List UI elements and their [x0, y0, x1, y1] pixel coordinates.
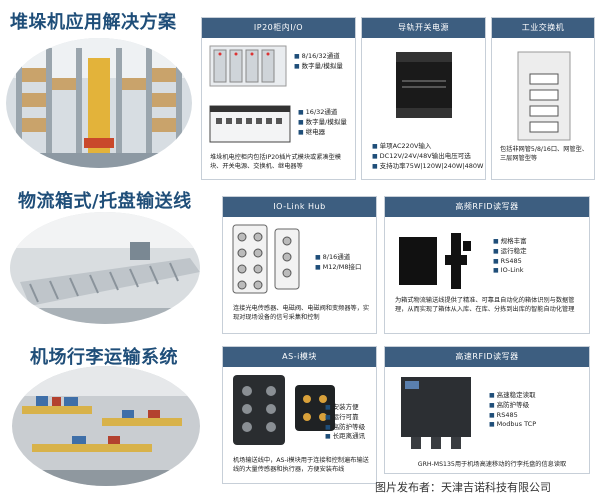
hf-rfid-reader-card: 高频RFID读写器 规格丰富 运行稳定 RS485 IO-Link 为箱式物流输… — [384, 196, 590, 334]
hf-rfid-reader-features: 规格丰富 运行稳定 RS485 IO-Link — [493, 237, 527, 276]
industrial-switch-card: 工业交换机 包括非网管5/8/16口、网管型、三层网管型等 — [491, 17, 595, 180]
section-title-stacker: 堆垛机应用解决方案 — [10, 12, 177, 33]
industrial-switch-header: 工业交换机 — [492, 18, 594, 38]
hf-rfid-reader-image — [399, 233, 471, 289]
feature-item: 单项AC220V输入 — [372, 142, 483, 152]
ip20-module-image — [209, 45, 287, 87]
compact-module-image — [209, 105, 291, 143]
io-link-hub-features: 8/16通道 M12/M8接口 — [315, 253, 362, 273]
image-credit: 图片发布者：天津吉诺科技有限公司 — [375, 481, 551, 494]
industrial-switch-description: 包括非网管5/8/16口、网管型、三层网管型等 — [500, 146, 588, 162]
as-i-module-card: AS-i模块 安装方便 运行可靠 高防护等级 长距离通讯 机场输送线中，AS-i… — [222, 346, 377, 484]
feature-item: 高防护等级 — [489, 401, 536, 411]
feature-item: 运行稳定 — [493, 247, 527, 257]
section-title-airport: 机场行李运输系统 — [30, 347, 178, 368]
as-i-module-description: 机场输送线中，AS-i模块用于连接和控制遍布输送线的大量传感器和执行器，方便安装… — [233, 457, 369, 473]
ip20-description: 堆垛机电控柜内包括IP20插片式模块或紧凑型模块、开关电源、交换机、继电器等 — [210, 154, 341, 170]
airport-baggage-photo — [12, 366, 200, 486]
warehouse-stacker-photo — [6, 38, 192, 168]
conveyor-line-photo — [10, 212, 200, 324]
hf-rfid-reader-header: 高频RFID读写器 — [385, 197, 589, 217]
io-link-hub-card: IO-Link Hub 8/16通道 M12/M8接口 连接光电传感器、电磁阀、… — [222, 196, 377, 334]
high-speed-rfid-reader-features: 高速稳定读取 高防护等级 RS485 Modbus TCP — [489, 391, 536, 430]
ip20-features-a: 8/16/32通道 数字量/模拟量 — [294, 52, 343, 72]
high-speed-rfid-reader-description: GRH-MS135用于机场高速移动的行李托盘的信息读取 — [417, 461, 567, 468]
as-i-module-image — [233, 375, 335, 445]
io-link-hub-description: 连接光电传感器、电磁阀、电磁阀和变频器等，实现对现场设备的信号采集和控制 — [233, 305, 370, 321]
feature-item: 8/16/32通道 — [294, 52, 343, 62]
power-supply-image — [396, 52, 452, 118]
feature-item: 高速稳定读取 — [489, 391, 536, 401]
feature-item: 高防护等级 — [325, 423, 366, 433]
feature-item: 数字量/模拟量 — [294, 62, 343, 72]
feature-item: RS485 — [489, 411, 536, 421]
industrial-switch-image — [517, 51, 571, 141]
feature-item: RS485 — [493, 257, 527, 267]
io-link-hub-header: IO-Link Hub — [223, 197, 376, 217]
as-i-module-features: 安装方便 运行可靠 高防护等级 长距离通讯 — [325, 403, 366, 442]
power-supply-card: 导轨开关电源 单项AC220V输入 DC12V/24V/48V输出电压可选 支持… — [361, 17, 486, 180]
power-supply-header: 导轨开关电源 — [362, 18, 485, 38]
high-speed-rfid-reader-header: 高速RFID读写器 — [385, 347, 589, 367]
feature-item: 运行可靠 — [325, 413, 365, 423]
feature-item: 安装方便 — [325, 403, 365, 413]
feature-item: 规格丰富 — [493, 237, 527, 247]
feature-item: 继电器 — [298, 128, 347, 138]
feature-item: 长距离通讯 — [325, 432, 366, 442]
feature-item: IO-Link — [493, 266, 527, 276]
hf-rfid-reader-description: 为箱式物流输送线提供了精准、可靠且自动化的箱体识别与数据管理，从而实现了箱体从入… — [395, 297, 575, 313]
ip20-io-card: IP20柜内I/O 8/16/32通道 数字量/模拟量 16/32通道 数字量/… — [201, 17, 356, 180]
power-supply-features: 单项AC220V输入 DC12V/24V/48V输出电压可选 支持功率75W|1… — [372, 142, 484, 172]
feature-item: 8/16通道 — [315, 253, 362, 263]
feature-item: M12/M8接口 — [315, 263, 362, 273]
feature-item: 16/32通道 — [298, 108, 347, 118]
high-speed-rfid-reader-card: 高速RFID读写器 高速稳定读取 高防护等级 RS485 Modbus TCP … — [384, 346, 590, 474]
ip20-features-b: 16/32通道 数字量/模拟量 继电器 — [298, 108, 347, 137]
feature-item: DC12V/24V/48V输出电压可选 — [372, 152, 483, 162]
feature-item: 支持功率75W|120W|240W|480W — [372, 162, 484, 172]
feature-item: Modbus TCP — [489, 420, 536, 430]
ip20-io-header: IP20柜内I/O — [202, 18, 355, 38]
section-title-conveyor: 物流箱式/托盘输送线 — [18, 191, 192, 212]
as-i-module-header: AS-i模块 — [223, 347, 376, 367]
io-link-hub-image — [232, 224, 300, 294]
feature-item: 数字量/模拟量 — [298, 118, 347, 128]
high-speed-rfid-reader-image — [401, 377, 471, 449]
